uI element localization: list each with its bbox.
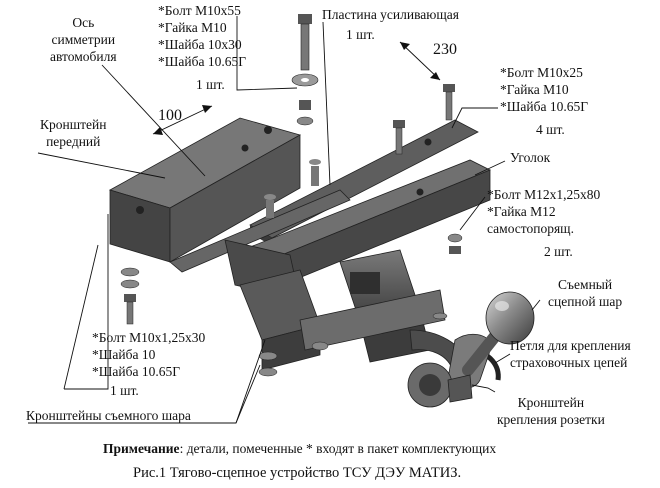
dimension-arrows: [153, 42, 440, 135]
label-ball-brackets: Кронштейны съемного шара: [26, 408, 191, 423]
label-bolt-group-right-qty: 4 шт.: [536, 122, 565, 137]
fastener-bolt-left-shape: [120, 159, 321, 325]
fastener-bolt-top-shape: [291, 14, 319, 126]
label-bolt-group-bottom: *Болт М10х1,25х30 *Шайба 10 *Шайба 10.65…: [92, 330, 206, 379]
label-plate-qty: 1 шт.: [346, 27, 375, 42]
fastener-bolt-right-shape: [393, 84, 463, 254]
label-bolt-group-top-qty: 1 шт.: [196, 77, 225, 92]
label-plate: Пластина усиливающая: [322, 7, 459, 22]
label-dim-100: 100: [158, 107, 182, 124]
label-safety-chain-loop: Петля для крепления страховочных цепей: [510, 338, 631, 370]
label-socket-bracket: Кронштейн крепления розетки: [497, 395, 605, 427]
label-axis-symmetry: Ось симметрии автомобиля: [50, 15, 117, 64]
note-text: : детали, помеченные * входят в пакет ко…: [179, 441, 497, 456]
label-removable-ball: Съемный сцепной шар: [548, 277, 623, 309]
label-bolt-group-m12-qty: 2 шт.: [544, 244, 573, 259]
note-prefix: Примечание: [103, 441, 180, 456]
fastener-bottom-shape: [258, 312, 448, 377]
label-angle: Уголок: [510, 150, 551, 165]
label-bolt-group-top: *Болт М10х55 *Гайка М10 *Шайба 10х30 *Ша…: [158, 3, 247, 69]
label-bolt-group-m12: *Болт М12х1,25х80 *Гайка М12 самостопоря…: [487, 187, 601, 236]
figure-caption: Рис.1 Тягово-сцепное устройство ТСУ ДЭУ …: [133, 465, 462, 481]
socket-bracket-shape: [407, 362, 473, 408]
note-line: Примечание: детали, помеченные * входят …: [103, 440, 496, 457]
front-bracket-shape: [108, 117, 302, 263]
leader-lines: [28, 16, 541, 424]
label-bolt-group-bottom-qty: 1 шт.: [110, 383, 139, 398]
label-dim-230: 230: [433, 41, 457, 58]
label-bolt-group-right: *Болт М10х25 *Гайка М10 *Шайба 10.65Г: [500, 65, 589, 114]
removable-ball-shape: [447, 291, 535, 389]
label-front-bracket: Кронштейн передний: [40, 117, 107, 149]
